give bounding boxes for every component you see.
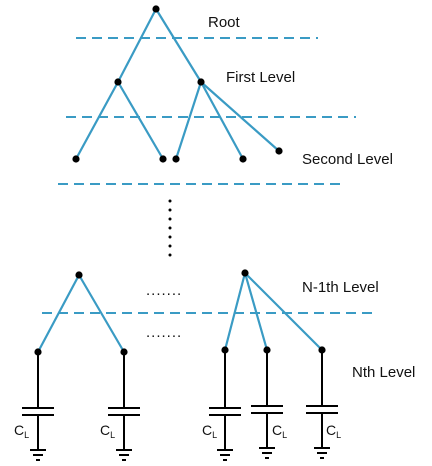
- root-node: [152, 5, 160, 13]
- branch-first-left-a: [74, 80, 120, 161]
- load-capacitor: [108, 352, 140, 461]
- cap-label: CL: [326, 422, 341, 440]
- tree-branches: [36, 7, 324, 354]
- second-level-node: [172, 155, 180, 163]
- second-level-node: [72, 155, 80, 163]
- branch-n1-left-a: [36, 273, 81, 354]
- load-capacitor: [306, 350, 338, 459]
- label-first-level: First Level: [226, 69, 295, 86]
- n-minus-one-node-right: [241, 269, 249, 277]
- level-dividers: [42, 37, 372, 314]
- load-capacitors: [22, 350, 338, 461]
- cap-label: CL: [14, 422, 29, 440]
- load-capacitor: [251, 350, 283, 459]
- load-capacitor: [22, 352, 54, 461]
- n-minus-one-node-left: [75, 271, 83, 279]
- second-level-node: [275, 147, 283, 155]
- label-second-level: Second Level: [302, 151, 393, 168]
- tree-nodes: [34, 5, 326, 356]
- label-n-minus-one-level: N-1th Level: [302, 279, 379, 296]
- branch-n1-right-c: [243, 271, 324, 352]
- cap-label: CL: [202, 422, 217, 440]
- horizontal-ellipsis-lower: .......: [146, 324, 182, 341]
- cap-label: CL: [100, 422, 115, 440]
- branch-n1-left-b: [77, 273, 126, 354]
- label-nth-level: Nth Level: [352, 364, 415, 381]
- branch-root-right: [154, 7, 203, 84]
- first-level-node-right: [197, 78, 205, 86]
- branch-root-left: [116, 7, 158, 84]
- label-root: Root: [208, 14, 241, 31]
- load-capacitor: [209, 350, 241, 461]
- vertical-ellipsis: [168, 199, 172, 257]
- branch-first-right-c: [199, 80, 281, 153]
- branch-first-right-a: [174, 80, 203, 161]
- branch-first-right-b: [199, 80, 245, 161]
- branch-n1-right-a: [223, 271, 247, 352]
- second-level-node: [159, 155, 167, 163]
- branch-first-left-b: [116, 80, 165, 161]
- second-level-node: [239, 155, 247, 163]
- cap-label: CL: [272, 422, 287, 440]
- horizontal-ellipsis-upper: .......: [146, 282, 182, 299]
- branch-n1-right-b: [243, 271, 269, 352]
- first-level-node-left: [114, 78, 122, 86]
